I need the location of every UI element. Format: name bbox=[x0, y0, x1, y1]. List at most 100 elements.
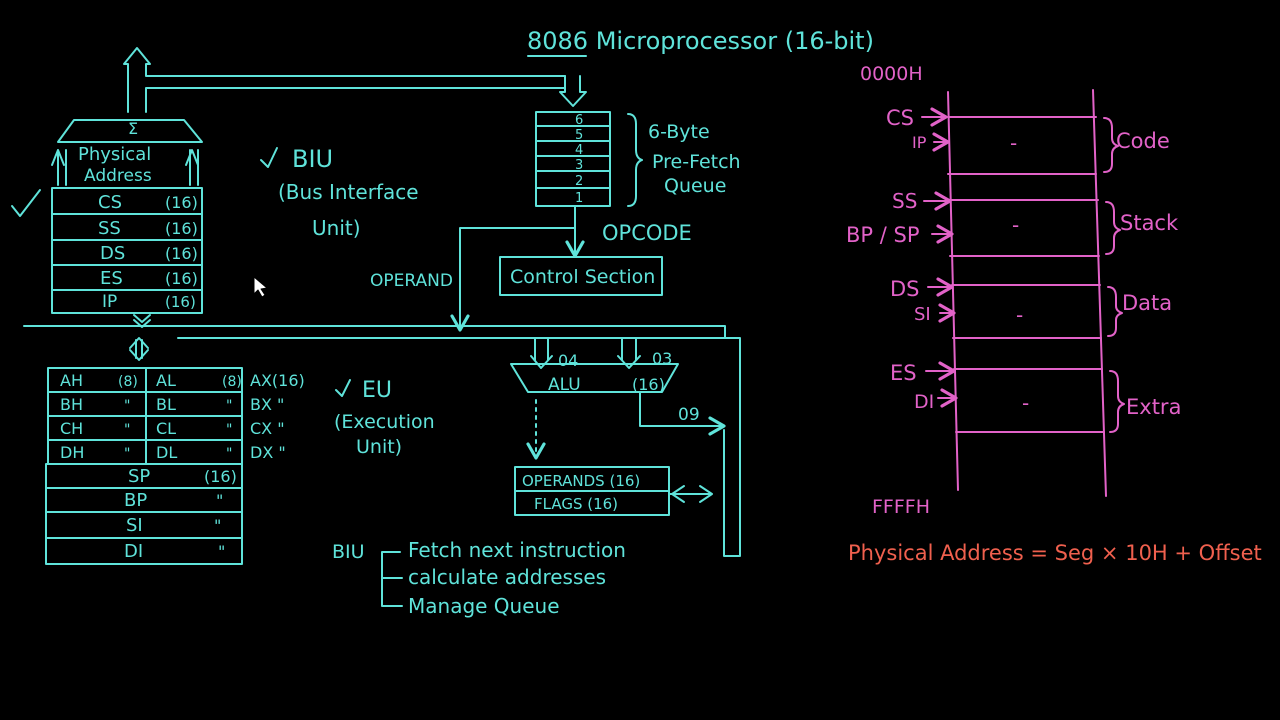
sigma-symbol: Σ bbox=[128, 119, 138, 138]
eu-check-icon bbox=[335, 379, 351, 397]
reg-es-bits: (16) bbox=[165, 269, 198, 288]
reg-di-bits: " bbox=[218, 542, 225, 561]
reg-si: SI bbox=[126, 515, 143, 536]
eu-full-name-2: Unit) bbox=[356, 436, 402, 458]
queue-label-2: Pre-Fetch bbox=[652, 151, 741, 173]
reg-ds-bits: (16) bbox=[165, 244, 198, 263]
queue-slot-5: 5 bbox=[575, 128, 583, 143]
mem-extra-brace bbox=[1109, 370, 1125, 433]
mem-code-brace bbox=[1103, 117, 1119, 173]
reg-di: DI bbox=[124, 541, 143, 562]
opcode-label: OPCODE bbox=[602, 221, 692, 245]
alu-input-2-value: 03 bbox=[652, 349, 672, 368]
address-label: Address bbox=[84, 166, 152, 186]
reg-ah-bits: (8) bbox=[118, 374, 138, 390]
mem-stack-brace bbox=[1105, 201, 1121, 255]
address-bus-inner bbox=[145, 87, 566, 113]
mem-code-dash: - bbox=[1010, 131, 1017, 155]
reg-cs: CS bbox=[98, 192, 122, 213]
reg-sp-bits: (16) bbox=[204, 467, 237, 486]
reg-bh-bits: " bbox=[124, 398, 130, 414]
check-mark-icon bbox=[11, 189, 41, 217]
alu-output-arrow bbox=[639, 391, 726, 436]
flags-bidirectional-arrow bbox=[669, 485, 713, 503]
mem-ip-pointer: IP bbox=[912, 133, 927, 152]
prefetch-queue bbox=[535, 111, 611, 207]
mem-stack-label: Stack bbox=[1120, 211, 1179, 235]
control-section-box bbox=[499, 256, 663, 296]
mem-es-pointer: ES bbox=[890, 361, 917, 385]
physical-address-formula: Physical Address = Seg × 10H + Offset bbox=[848, 541, 1262, 565]
reg-dl: DL bbox=[156, 443, 177, 462]
queue-label-3: Queue bbox=[664, 175, 726, 197]
biu-label: BIU bbox=[292, 145, 333, 173]
memory-bottom-address: FFFFH bbox=[872, 496, 930, 518]
segment-register-table bbox=[51, 187, 203, 314]
reg-dx: DX " bbox=[250, 443, 286, 462]
control-section-label: Control Section bbox=[510, 266, 655, 288]
operands-flags-box bbox=[514, 466, 670, 516]
queue-slot-1: 1 bbox=[575, 191, 583, 206]
memory-top-address: 0000H bbox=[860, 63, 923, 85]
reg-sp: SP bbox=[128, 466, 150, 487]
biu-full-name-2: Unit) bbox=[312, 216, 361, 240]
reg-ch-bits: " bbox=[124, 422, 130, 438]
reg-cx: CX " bbox=[250, 419, 285, 438]
reg-ip-bits: (16) bbox=[165, 293, 196, 311]
queue-slot-2: 2 bbox=[575, 174, 583, 189]
reg-cs-bits: (16) bbox=[165, 193, 198, 212]
mem-data-dash: - bbox=[1016, 303, 1023, 327]
mem-extra-label: Extra bbox=[1126, 395, 1181, 419]
mem-stack-dash: - bbox=[1012, 213, 1019, 237]
adder-input-arrow-right bbox=[185, 149, 199, 186]
mem-ss-pointer: SS bbox=[892, 189, 917, 213]
mem-data-label: Data bbox=[1122, 291, 1172, 315]
biu-task-3: Manage Queue bbox=[408, 594, 560, 618]
mem-di-pointer: DI bbox=[914, 391, 934, 413]
reg-ss: SS bbox=[98, 218, 121, 239]
reg-ch: CH bbox=[60, 419, 83, 438]
alu-output-value: 09 bbox=[678, 405, 700, 425]
reg-ip: IP bbox=[102, 292, 117, 312]
reg-ah: AH bbox=[60, 371, 83, 390]
reg-bl-bits: " bbox=[226, 398, 232, 414]
internal-bus-upper-2 bbox=[459, 325, 726, 338]
mouse-cursor-icon bbox=[253, 276, 268, 298]
alu-input-1-value: 04 bbox=[558, 351, 578, 370]
biu-tasks-label: BIU bbox=[332, 541, 365, 563]
mem-cs-pointer: CS bbox=[886, 106, 914, 130]
flags-register: FLAGS (16) bbox=[534, 495, 618, 513]
bus-link-arrow-2 bbox=[129, 337, 149, 361]
reg-ss-bits: (16) bbox=[165, 219, 198, 238]
physical-label: Physical bbox=[78, 144, 151, 165]
mem-data-brace bbox=[1107, 286, 1123, 337]
alu-input-arrow-2 bbox=[617, 337, 641, 369]
reg-cl: CL bbox=[156, 419, 176, 438]
reg-si-bits: " bbox=[214, 516, 221, 535]
biu-task-1: Fetch next instruction bbox=[408, 538, 626, 562]
reg-bp: BP bbox=[124, 490, 147, 511]
biu-tasks-bracket bbox=[381, 551, 403, 607]
reg-es: ES bbox=[100, 268, 123, 289]
operands-register: OPERANDS (16) bbox=[522, 472, 640, 490]
address-adder bbox=[57, 119, 203, 143]
adder-input-arrow-left bbox=[51, 149, 67, 186]
bus-link-arrow-1 bbox=[133, 314, 151, 328]
mem-code-label: Code bbox=[1116, 129, 1170, 153]
mem-extra-dash: - bbox=[1022, 391, 1029, 415]
reg-dl-bits: " bbox=[226, 446, 232, 462]
pointer-register-table bbox=[45, 463, 243, 565]
alu-input-arrow-1 bbox=[530, 337, 553, 369]
queue-label-1: 6-Byte bbox=[648, 121, 710, 143]
mem-si-pointer: SI bbox=[914, 304, 931, 325]
reg-ds: DS bbox=[100, 243, 125, 264]
reg-dh: DH bbox=[60, 443, 84, 462]
memory-map bbox=[947, 89, 1107, 497]
reg-dh-bits: " bbox=[124, 446, 130, 462]
reg-bh: BH bbox=[60, 395, 83, 414]
alu-bits: (16) bbox=[632, 375, 665, 394]
queue-slot-4: 4 bbox=[575, 143, 583, 158]
mem-ds-pointer: DS bbox=[890, 277, 920, 301]
bus-to-queue-arrow bbox=[559, 75, 587, 107]
